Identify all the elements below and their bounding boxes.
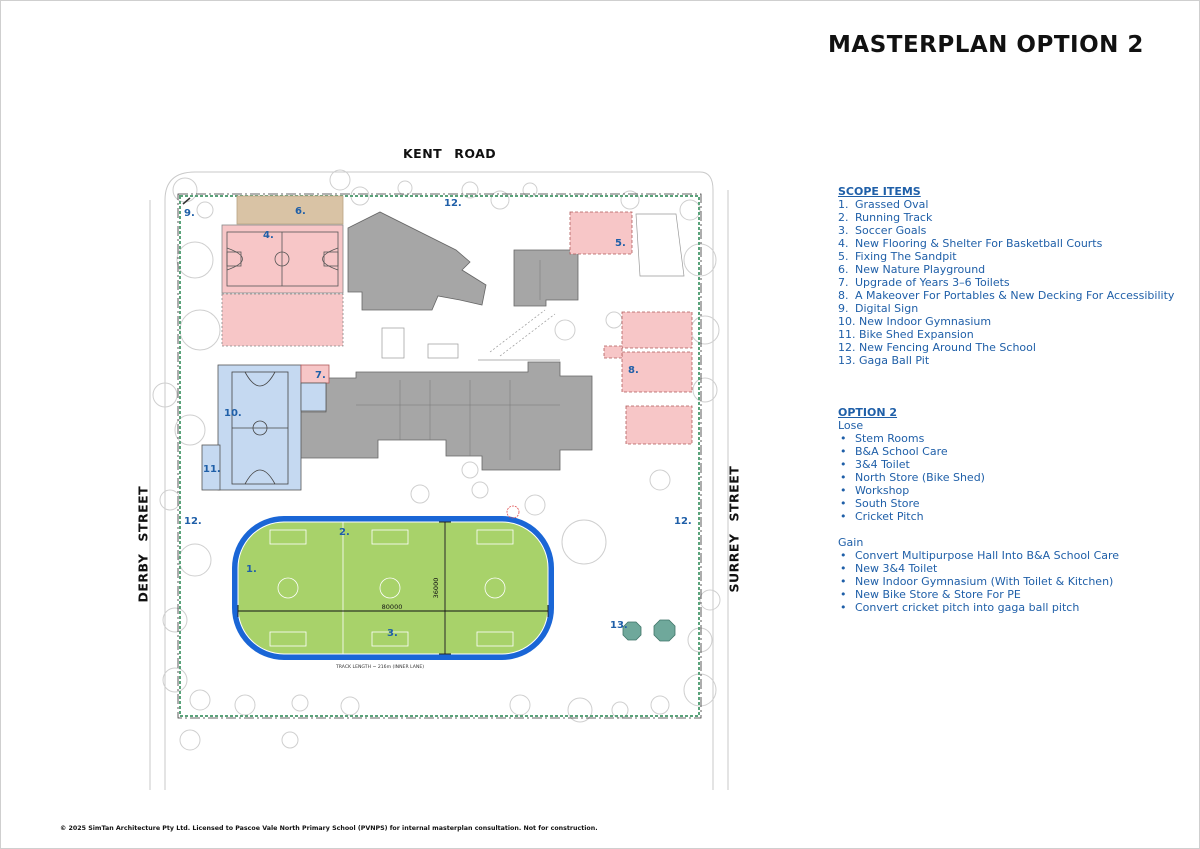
page-title: MASTERPLAN OPTION 2 — [828, 32, 1144, 58]
label-toilets: 7. — [315, 370, 326, 381]
digital-sign-marker — [182, 197, 191, 205]
label-nature-playground: 6. — [295, 206, 306, 217]
label-fencing-east: 12. — [674, 516, 692, 527]
running-track-and-oval — [232, 516, 554, 660]
tree-canopies — [152, 169, 721, 751]
label-gymnasium: 10. — [224, 408, 242, 419]
gain-label: Gain — [838, 536, 864, 549]
bike-shed — [201, 444, 221, 491]
lose-item: •Workshop — [840, 484, 910, 497]
scope-item: 3.Soccer Goals — [838, 224, 927, 237]
label-track: 2. — [339, 527, 350, 538]
scope-item: 6.New Nature Playground — [838, 263, 986, 276]
gain-item: •New Indoor Gymnasium (With Toilet & Kit… — [840, 575, 1114, 588]
lose-item: •South Store — [840, 497, 920, 510]
basketball-courts — [221, 224, 344, 294]
scope-item: 4.New Flooring & Shelter For Basketball … — [838, 237, 1103, 250]
sandpit — [569, 211, 633, 255]
scope-item: 12. New Fencing Around The School — [838, 341, 1036, 354]
scope-item: 5.Fixing The Sandpit — [838, 250, 957, 263]
gain-item: •Convert cricket pitch into gaga ball pi… — [840, 601, 1080, 614]
walkways — [381, 309, 560, 361]
scope-item: 7.Upgrade of Years 3–6 Toilets — [838, 276, 1010, 289]
copyright-notice: © 2025 SimTan Architecture Pty Ltd. Lice… — [60, 825, 598, 832]
lose-item: •North Store (Bike Shed) — [840, 471, 985, 484]
lose-item: •Cricket Pitch — [840, 510, 924, 523]
scope-item: 2.Running Track — [838, 211, 933, 224]
label-basketball: 4. — [263, 230, 274, 241]
nature-playground — [236, 195, 344, 225]
gain-item: •New Bike Store & Store For PE — [840, 588, 1021, 601]
portables — [603, 311, 693, 445]
label-bike-shed: 11. — [203, 464, 221, 475]
gain-item: •Convert Multipurpose Hall Into B&A Scho… — [840, 549, 1120, 562]
scope-item: 10. New Indoor Gymnasium — [838, 315, 992, 328]
label-soccer-goals: 3. — [387, 628, 398, 639]
dimension-height: 36000 — [432, 578, 440, 599]
track-note: TRACK LENGTH ~ 216m (INNER LANE) — [335, 664, 424, 670]
scope-item: 13. Gaga Ball Pit — [838, 354, 930, 367]
label-oval: 1. — [246, 564, 257, 575]
scope-item: 1.Grassed Oval — [838, 198, 929, 211]
school-buildings — [299, 211, 593, 471]
scope-heading: SCOPE ITEMS — [838, 185, 921, 198]
school-fence — [179, 195, 700, 717]
label-fencing-west: 12. — [184, 516, 202, 527]
basketball-shelter — [221, 293, 344, 347]
label-digital-sign: 9. — [184, 208, 195, 219]
lose-item: •3&4 Toilet — [840, 458, 910, 471]
boundary-dashline — [177, 193, 702, 719]
site-boundary — [149, 171, 729, 790]
label-sandpit: 5. — [615, 238, 626, 249]
scope-item: 8.A Makeover For Portables & New Decking… — [838, 289, 1175, 302]
indoor-gymnasium — [217, 364, 302, 491]
label-portables: 8. — [628, 365, 639, 376]
option-legend: OPTION 2 Lose •Stem Rooms •B&A School Ca… — [838, 406, 1119, 614]
sandpit-shade — [635, 213, 685, 277]
building-detail-lines — [356, 260, 560, 460]
lose-label: Lose — [838, 419, 864, 432]
label-gaga-ball: 13. — [610, 620, 628, 631]
toilet-annex — [300, 382, 327, 412]
option-heading: OPTION 2 — [838, 406, 898, 419]
survey-marker — [506, 505, 520, 519]
lose-item: •Stem Rooms — [840, 432, 925, 445]
gain-item: •New 3&4 Toilet — [840, 562, 938, 575]
lose-item: •B&A School Care — [840, 445, 948, 458]
dimension-lines — [237, 521, 549, 655]
gaga-ball-pits — [622, 619, 676, 642]
scope-items-legend: SCOPE ITEMS 1.Grassed Oval 2.Running Tra… — [838, 185, 1174, 367]
scope-item: 11. Bike Shed Expansion — [838, 328, 974, 341]
scope-item: 9.Digital Sign — [838, 302, 919, 315]
dimension-width: 80000 — [382, 603, 403, 611]
label-fencing-north: 12. — [444, 198, 462, 209]
